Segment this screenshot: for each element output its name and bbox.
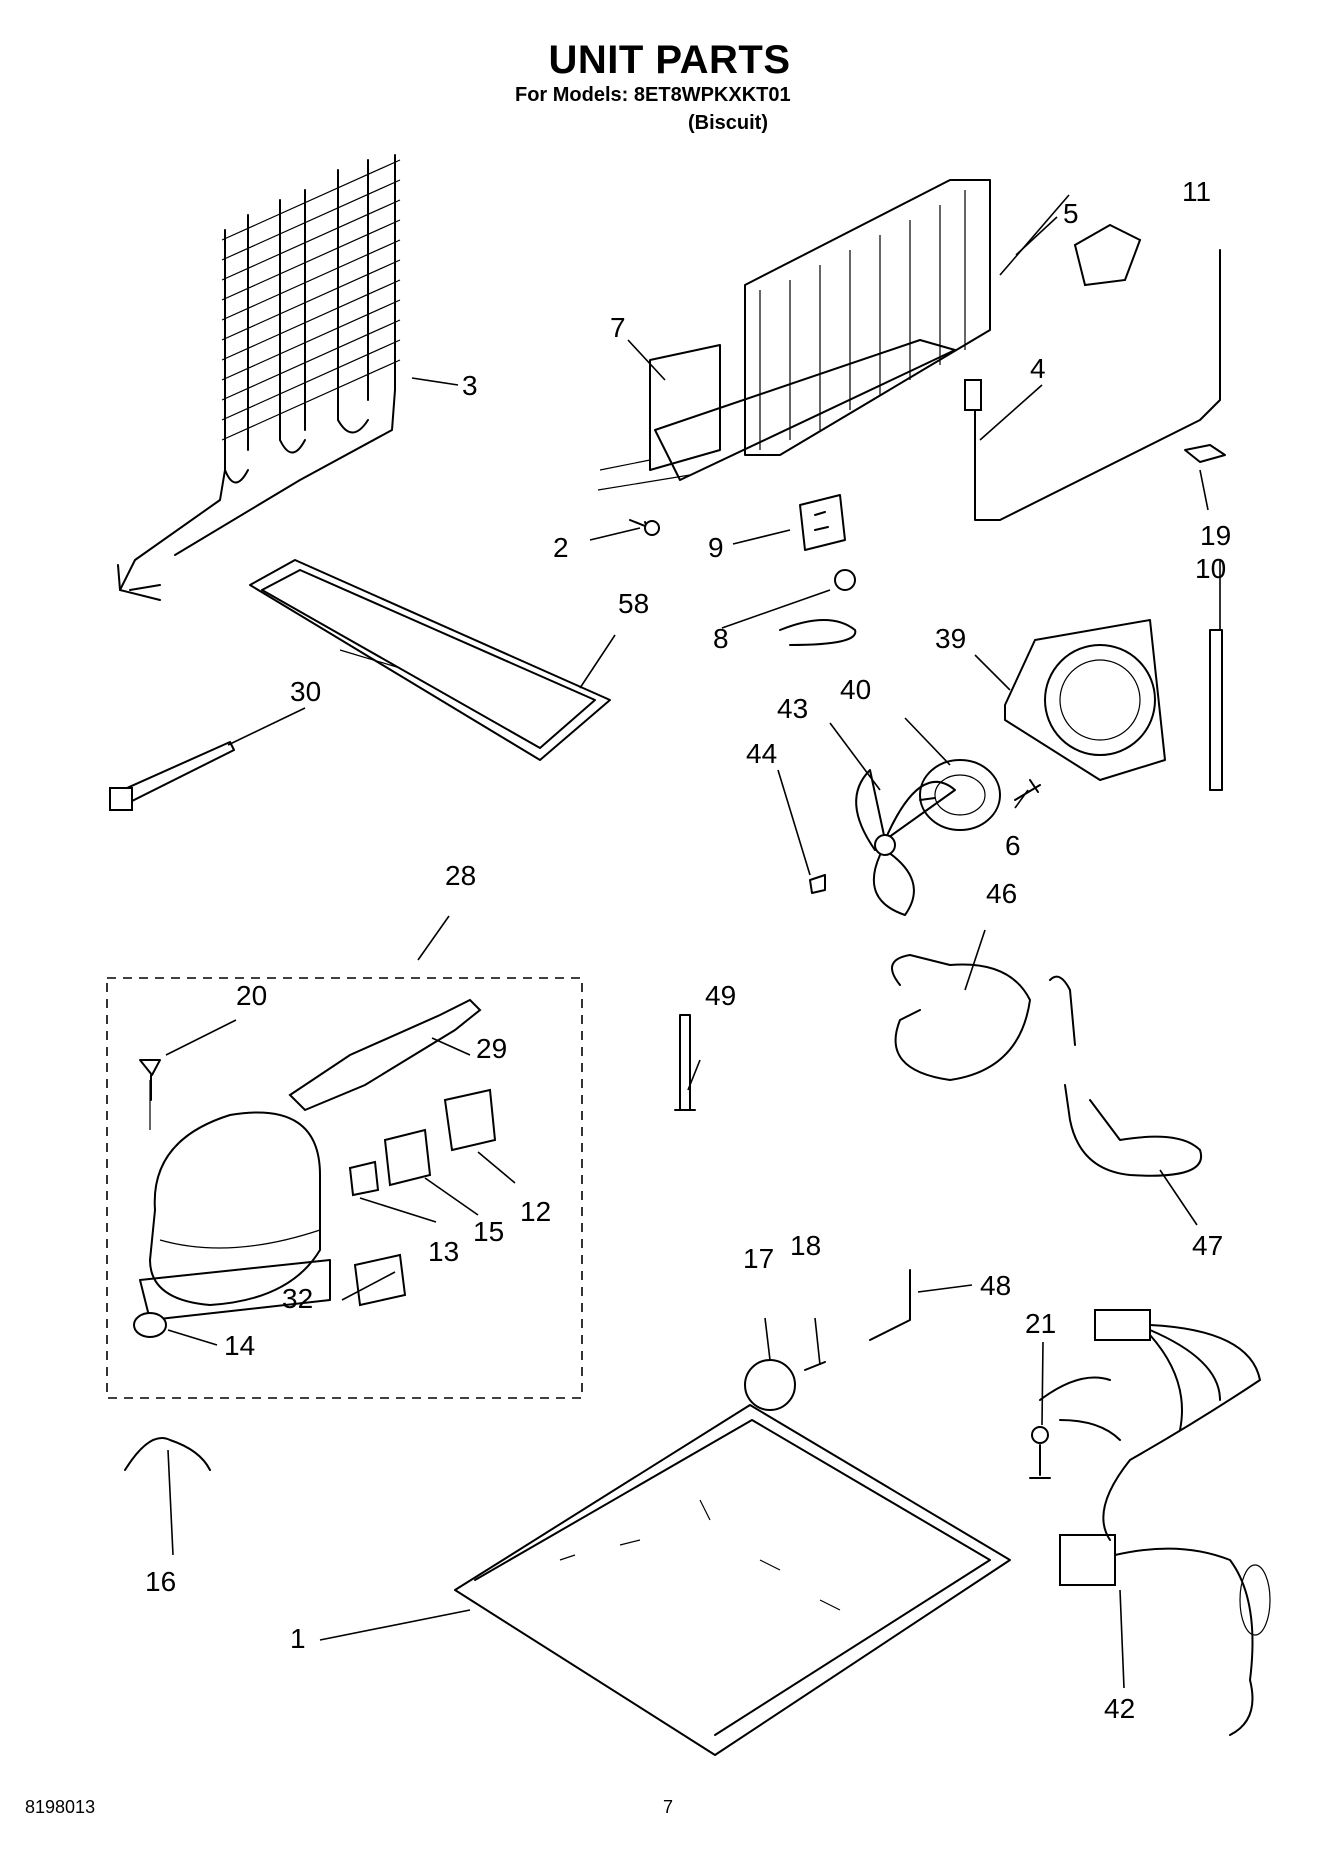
cable-tie [109,741,235,811]
tube-48 [869,1269,911,1341]
callout-48: 48 [980,1270,1012,1301]
page-number: 7 [663,1797,674,1817]
callout-11: 11 [1182,176,1212,207]
callout-15: 15 [473,1216,505,1247]
wire-harness [1039,1309,1271,1736]
base-pan [454,1404,1011,1756]
callout-6: 6 [1005,830,1021,861]
models-line: For Models: 8ET8WPKXKT01 [515,84,791,106]
callout-21: 21 [1025,1308,1057,1339]
callout-14: 14 [224,1330,256,1361]
pin-49 [674,1014,696,1111]
doc-number: 8198013 [25,1797,96,1817]
callout-49: 49 [705,980,737,1011]
callout-4: 4 [1030,353,1046,384]
relay-parts [348,1088,497,1197]
callout-47: 47 [1192,1230,1224,1261]
callout-3: 3 [462,370,478,401]
roller [744,1359,826,1411]
drain-pan [249,559,611,761]
fan-motor [919,759,1041,831]
screw-20 [139,1059,161,1101]
leader-lines [165,194,1221,1689]
callout-7: 7 [610,312,626,343]
screw-2 [629,519,660,536]
harness-plug-8 [779,569,857,646]
tubing-47 [1064,1084,1203,1177]
callout-13: 13 [428,1236,460,1267]
cap-11 [1073,223,1142,287]
callout-42: 42 [1104,1693,1136,1724]
screw-21 [1029,1426,1051,1479]
callout-18: 18 [790,1230,822,1261]
drier-29 [288,998,482,1112]
callout-1: 1 [290,1623,306,1654]
callout-19: 19 [1200,520,1232,551]
callout-5: 5 [1063,198,1079,229]
evaporator [597,179,991,491]
callout-8: 8 [713,623,729,654]
color-line: (Biscuit) [688,112,768,134]
callout-43: 43 [777,693,809,724]
callout-10: 10 [1195,553,1227,584]
fan-shroud [1004,619,1166,781]
callout-29: 29 [476,1033,508,1064]
bracket-9 [799,494,846,551]
callout-12: 12 [520,1196,552,1227]
callout-9: 9 [708,532,724,563]
callout-58: 58 [618,588,650,619]
callout-32: 32 [282,1283,314,1314]
compressor-kit-frame [106,977,583,1399]
callout-16: 16 [145,1566,177,1597]
callout-44: 44 [746,738,778,769]
fan-blade [809,769,956,916]
thermostat-and-wires [964,249,1226,791]
tubing-46 [891,954,1076,1081]
clip-16 [124,1437,211,1471]
callout-40: 40 [840,674,872,705]
callout-39: 39 [935,623,967,654]
callout-28: 28 [445,860,477,891]
callout-2: 2 [553,532,569,563]
grommet-14 [133,1312,167,1338]
callout-20: 20 [236,980,268,1011]
callout-30: 30 [290,676,322,707]
callout-46: 46 [986,878,1018,909]
page-title: UNIT PARTS [548,38,791,82]
callout-17: 17 [743,1243,775,1274]
condenser-coil [117,154,401,601]
compressor [139,1080,331,1321]
